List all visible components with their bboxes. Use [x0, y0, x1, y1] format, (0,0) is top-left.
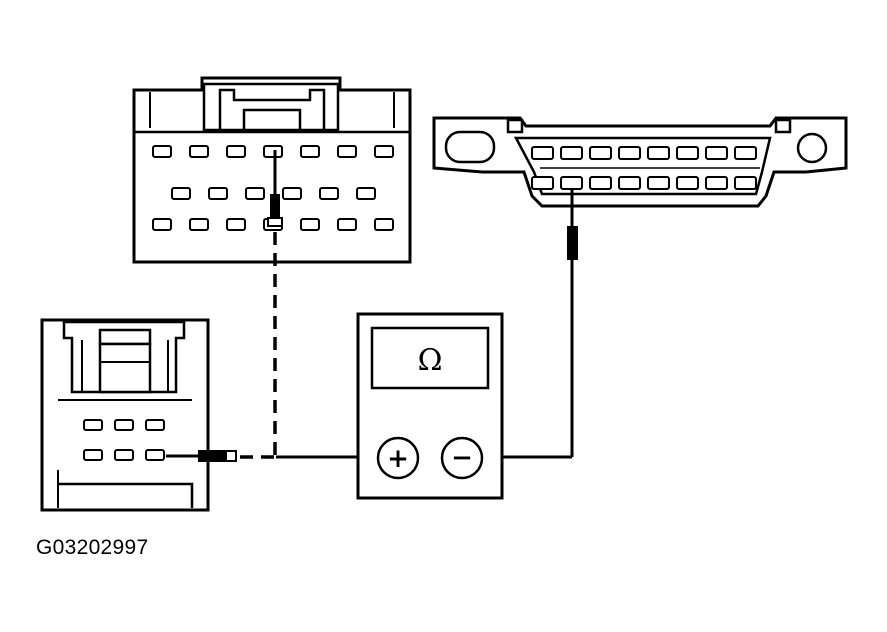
pin-cavity [263, 145, 283, 158]
pin-cavity [83, 419, 103, 431]
pin-cavity [374, 218, 394, 231]
pin-cavity [145, 419, 165, 431]
pin-cavity [356, 187, 376, 200]
main-connector [132, 76, 412, 264]
ohm-symbol: Ω [418, 343, 443, 378]
pin-cavity [734, 146, 757, 160]
pin-cavity [189, 218, 209, 231]
pin-cavity [189, 145, 209, 158]
pin-cavity [676, 176, 699, 190]
pin-cavity [171, 187, 191, 200]
pin-cavity [589, 176, 612, 190]
obd-connector-pins [531, 146, 757, 190]
pin-cavity [114, 449, 134, 461]
pin-cavity [300, 145, 320, 158]
pin-cavity [560, 146, 583, 160]
multimeter: Ω + − [356, 312, 504, 500]
pin-cavity [152, 145, 172, 158]
pin-cavity [152, 218, 172, 231]
pin-cavity [676, 146, 699, 160]
pin-cavity [337, 145, 357, 158]
pin-cavity [560, 176, 583, 190]
pin-cavity [734, 176, 757, 190]
small-connector [40, 318, 210, 512]
pin-cavity [531, 176, 554, 190]
pin-cavity [145, 449, 165, 461]
pin-cavity [647, 176, 670, 190]
pin-cavity [226, 218, 246, 231]
positive-terminal-symbol: + [387, 444, 409, 474]
pin-cavity [282, 187, 302, 200]
pin-cavity [705, 176, 728, 190]
pin-cavity [208, 187, 228, 200]
main-connector-pins [152, 145, 394, 231]
pin-cavity [114, 419, 134, 431]
pin-cavity [300, 218, 320, 231]
pin-cavity [319, 187, 339, 200]
pin-cavity [83, 449, 103, 461]
pin-cavity [618, 176, 641, 190]
pin-cavity [618, 146, 641, 160]
negative-terminal-symbol: − [451, 443, 473, 473]
pin-cavity [589, 146, 612, 160]
pin-cavity [337, 218, 357, 231]
pin-cavity [245, 187, 265, 200]
obd-connector [432, 116, 848, 208]
pin-cavity [531, 146, 554, 160]
pin-cavity [226, 145, 246, 158]
figure-id-label: G03202997 [36, 536, 149, 559]
pin-cavity [647, 146, 670, 160]
small-connector-pins [83, 419, 165, 461]
pin-cavity [374, 145, 394, 158]
pin-cavity [705, 146, 728, 160]
